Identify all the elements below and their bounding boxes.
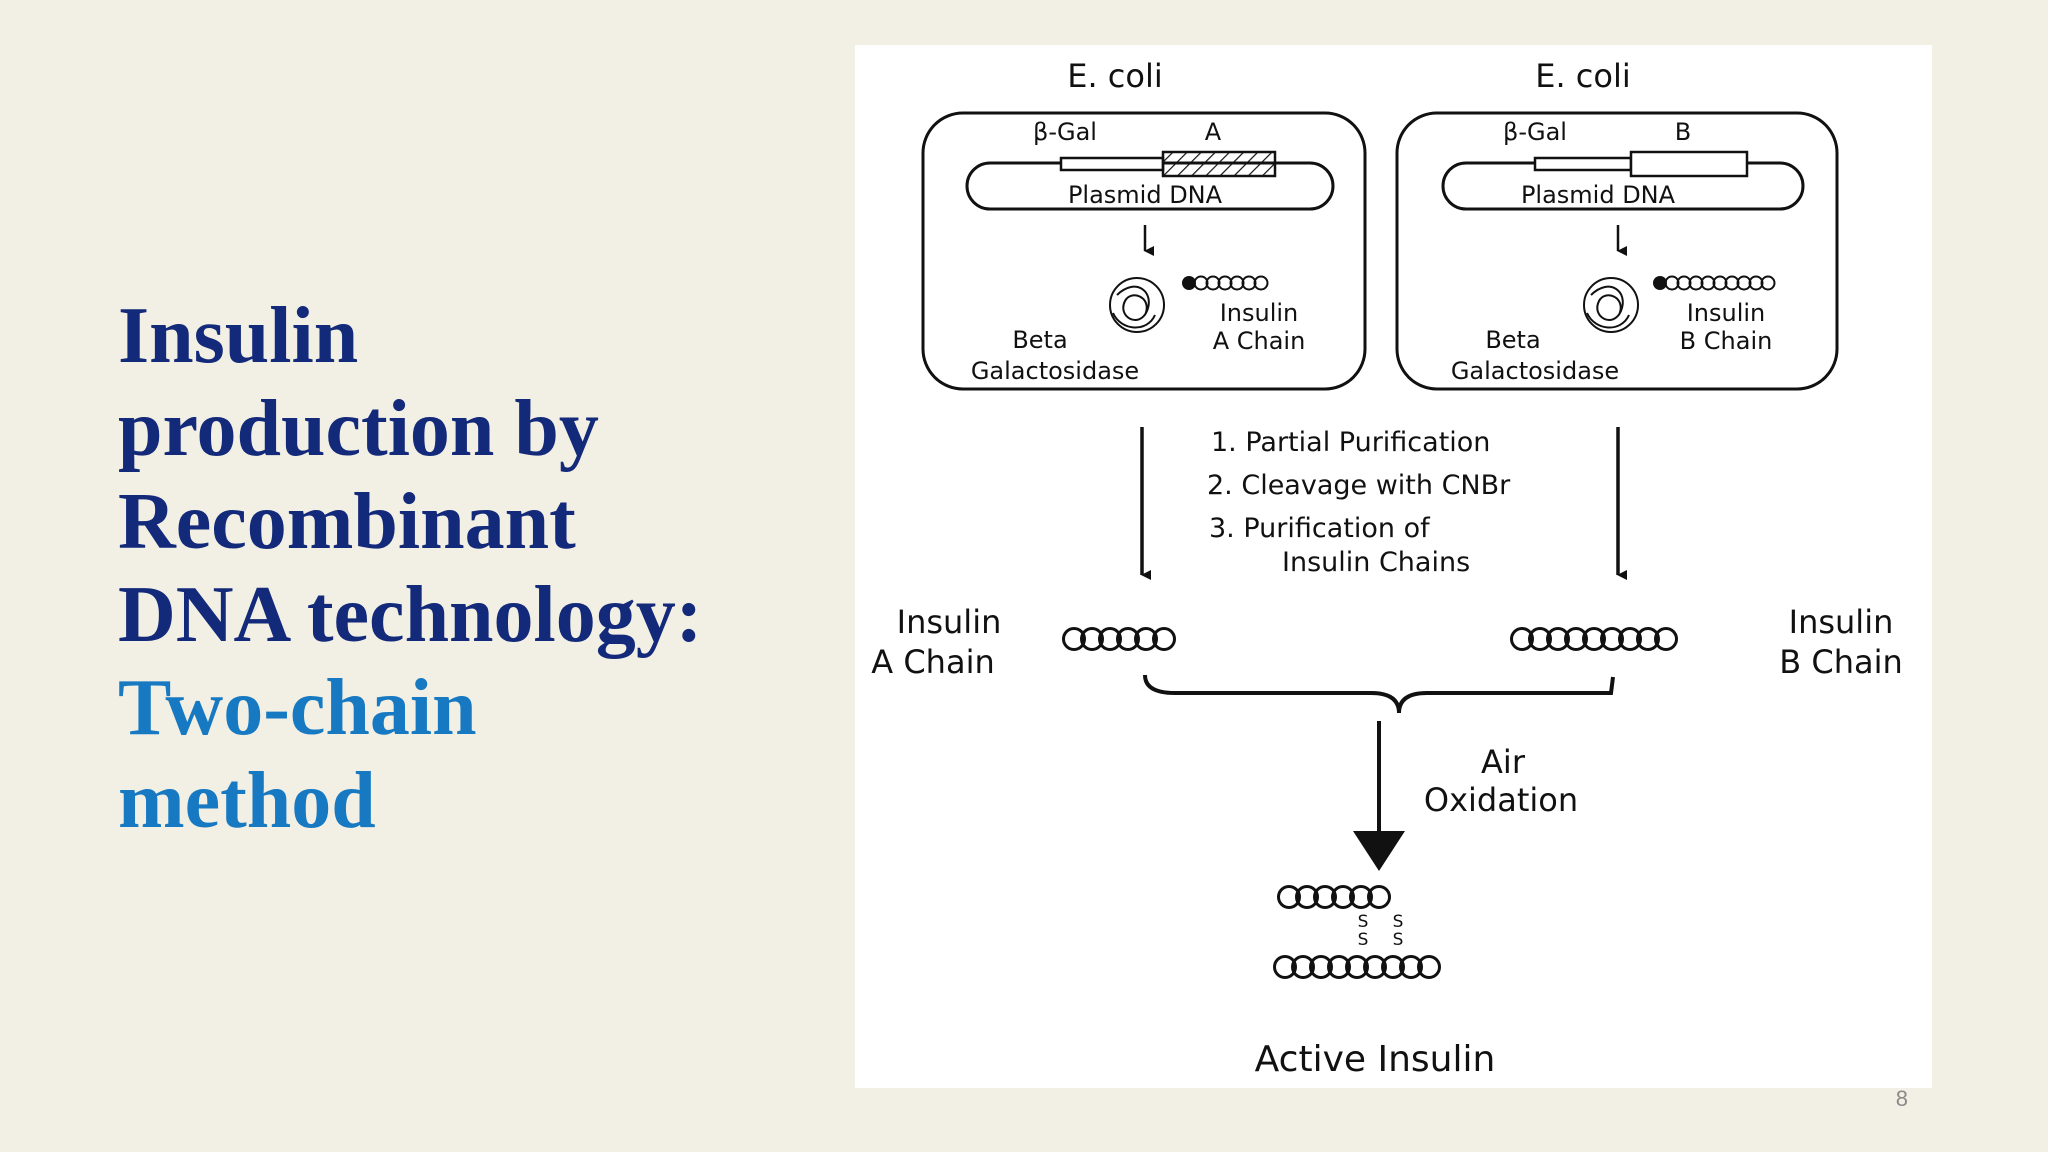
title-line: Insulin <box>118 292 359 380</box>
joining-brace <box>1143 674 1615 714</box>
insulin-b-chain-label-2: B Chain <box>1779 643 1903 681</box>
disulfide-s-1: S <box>1358 912 1369 932</box>
chain-bead <box>1399 955 1423 979</box>
beta-galactosidase-protein-left <box>1109 277 1165 333</box>
cell-wall-right <box>1395 111 1839 391</box>
beta-galactosidase-label-right-2: Galactosidase <box>1451 357 1619 385</box>
insulin-a-chain-label-cell-2: A Chain <box>1213 327 1306 355</box>
chain-bead <box>1309 955 1333 979</box>
slide-title: Insulin production by Recombinant DNA te… <box>118 290 798 848</box>
chain-bead <box>1331 885 1355 909</box>
title-line: production by <box>118 385 599 473</box>
chain-bead <box>1134 627 1158 651</box>
plasmid-dna-label-left: Plasmid DNA <box>1068 181 1223 209</box>
chain-bead <box>1528 627 1552 651</box>
insulin-b-chain-label-cell-2: B Chain <box>1680 327 1773 355</box>
step-3-continuation-label: Insulin Chains <box>1282 547 1470 578</box>
plasmid-dna-label-right: Plasmid DNA <box>1521 181 1676 209</box>
ecoli-label-left: E. coli <box>1067 57 1163 95</box>
air-oxidation-label-1: Air <box>1481 743 1526 781</box>
arrow-oxidation-head <box>1353 831 1405 871</box>
subtitle-line: Two-chain <box>118 664 477 752</box>
chain-bead <box>1381 955 1405 979</box>
insulin-b-gene-segment <box>1629 150 1749 178</box>
chain-bead <box>1654 627 1678 651</box>
beta-galactosidase-label-left-1: Beta <box>1012 326 1067 354</box>
chain-bead <box>1564 627 1588 651</box>
chain-bead <box>1600 627 1624 651</box>
chain-bead <box>1062 627 1086 651</box>
step-1-label: 1. Partial Purification <box>1211 427 1490 458</box>
gene-label-bgal-right: β-Gal <box>1503 118 1567 146</box>
beta-galactosidase-label-right-1: Beta <box>1485 326 1540 354</box>
disulfide-bonds: S S S S <box>1358 912 1404 950</box>
chain-bead <box>1417 955 1441 979</box>
gene-label-b: B <box>1675 118 1691 146</box>
insulin-production-diagram: E. coli β-Gal A Plasmid DNA Insulin A Ch… <box>871 57 1903 1080</box>
bgal-gene-segment-right <box>1533 156 1633 172</box>
insulin-a-chain-label-2: A Chain <box>871 643 994 681</box>
chain-bead <box>1273 955 1297 979</box>
chain-bead <box>1327 955 1351 979</box>
cell-wall-left <box>921 111 1367 391</box>
chain-bead <box>1349 885 1373 909</box>
chain-bead <box>1345 955 1369 979</box>
chain-beads-a-fused <box>1193 275 1269 291</box>
diagram-panel: E. coli β-Gal A Plasmid DNA Insulin A Ch… <box>855 45 1932 1088</box>
cell-right: E. coli β-Gal B Plasmid DNA Insulin B Ch… <box>1395 57 1839 391</box>
chain-bead <box>1291 955 1315 979</box>
fusion-junction-right <box>1653 276 1667 290</box>
insulin-b-chain-label-cell-1: Insulin <box>1687 299 1766 327</box>
page-number: 8 <box>1895 1086 1908 1111</box>
insulin-a-chain-label-1: Insulin <box>897 603 1002 641</box>
chain-bead <box>1313 885 1337 909</box>
insulin-a-chain <box>1062 627 1176 651</box>
bgal-gene-segment-left <box>1059 156 1165 172</box>
active-insulin-a-chain <box>1277 885 1391 909</box>
step-2-label: 2. Cleavage with CNBr <box>1207 470 1511 501</box>
chain-bead <box>1546 627 1570 651</box>
chain-bead <box>1367 885 1391 909</box>
chain-bead <box>1510 627 1534 651</box>
chain-bead <box>1080 627 1104 651</box>
ecoli-label-right: E. coli <box>1535 57 1631 95</box>
cell-left: E. coli β-Gal A Plasmid DNA Insulin A Ch… <box>921 57 1367 391</box>
gene-label-a: A <box>1205 118 1222 146</box>
step-3-label: 3. Purification of <box>1209 513 1431 544</box>
disulfide-s-2: S <box>1358 930 1369 950</box>
chain-beads-b-fused <box>1664 275 1776 291</box>
beta-galactosidase-protein-right <box>1583 277 1639 333</box>
chain-bead <box>1152 627 1176 651</box>
title-line: DNA technology: <box>118 571 703 659</box>
chain-bead <box>1636 627 1660 651</box>
chain-bead <box>1760 275 1776 291</box>
chain-bead <box>1618 627 1642 651</box>
insulin-b-chain <box>1510 627 1678 651</box>
insulin-a-gene-segment <box>1161 150 1277 178</box>
chain-bead <box>1253 275 1269 291</box>
active-insulin-label: Active Insulin <box>1255 1039 1496 1080</box>
fusion-junction-left <box>1182 276 1196 290</box>
chain-bead <box>1116 627 1140 651</box>
beta-galactosidase-label-left-2: Galactosidase <box>971 357 1139 385</box>
title-line: Recombinant <box>118 478 576 566</box>
insulin-a-chain-label-cell-1: Insulin <box>1220 299 1299 327</box>
active-insulin-b-chain <box>1273 955 1441 979</box>
gene-label-bgal-left: β-Gal <box>1033 118 1097 146</box>
chain-bead <box>1098 627 1122 651</box>
chain-bead <box>1363 955 1387 979</box>
air-oxidation-label-2: Oxidation <box>1424 781 1578 819</box>
disulfide-s-3: S <box>1393 912 1404 932</box>
subtitle-line: method <box>118 757 376 845</box>
disulfide-s-4: S <box>1393 930 1404 950</box>
chain-bead <box>1277 885 1301 909</box>
chain-bead <box>1295 885 1319 909</box>
insulin-b-chain-label-1: Insulin <box>1789 603 1894 641</box>
chain-bead <box>1582 627 1606 651</box>
